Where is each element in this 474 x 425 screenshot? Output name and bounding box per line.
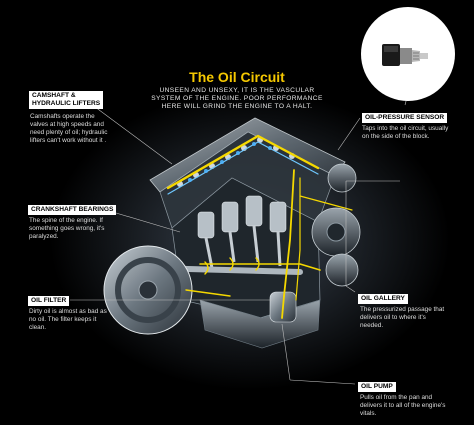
callout-label-camshaft: CAMSHAFT & HYDRAULIC LIFTERS xyxy=(29,91,104,109)
callout-label-oil-pressure-sensor: OIL-PRESSURE SENSOR xyxy=(362,113,448,123)
callout-desc-oil-pressure-sensor: Taps into the oil circuit, usually on th… xyxy=(362,125,449,140)
callout-label-oil-pump: OIL PUMP xyxy=(358,382,396,392)
leader-lines xyxy=(70,85,411,385)
callout-label-oil-gallery: OIL GALLERY xyxy=(358,294,408,304)
callout-label-oil-filter: OIL FILTER xyxy=(28,296,70,306)
callout-desc-oil-gallery: The pressurized passage that delivers oi… xyxy=(360,306,445,329)
oil-circuit-lines xyxy=(166,134,353,319)
page-title: The Oil Circuit xyxy=(189,69,285,85)
callout-label-crankshaft: CRANKSHAFT BEARINGS xyxy=(28,205,117,215)
page-subtitle: UNSEEN AND UNSEXY, IT IS THE VASCULAR SY… xyxy=(151,87,323,111)
callout-desc-oil-filter: Dirty oil is almost as bad as no oil. Th… xyxy=(29,308,107,331)
lifter-highlights xyxy=(188,142,272,182)
callout-desc-oil-pump: Pulls oil from the pan and delivers it t… xyxy=(360,394,446,417)
sensor-inset xyxy=(361,7,455,101)
callout-desc-crankshaft: The spine of the engine. If something go… xyxy=(29,217,105,240)
callout-desc-camshaft: Camshafts operate the valves at high spe… xyxy=(30,113,108,144)
sensor-icon xyxy=(382,44,428,66)
